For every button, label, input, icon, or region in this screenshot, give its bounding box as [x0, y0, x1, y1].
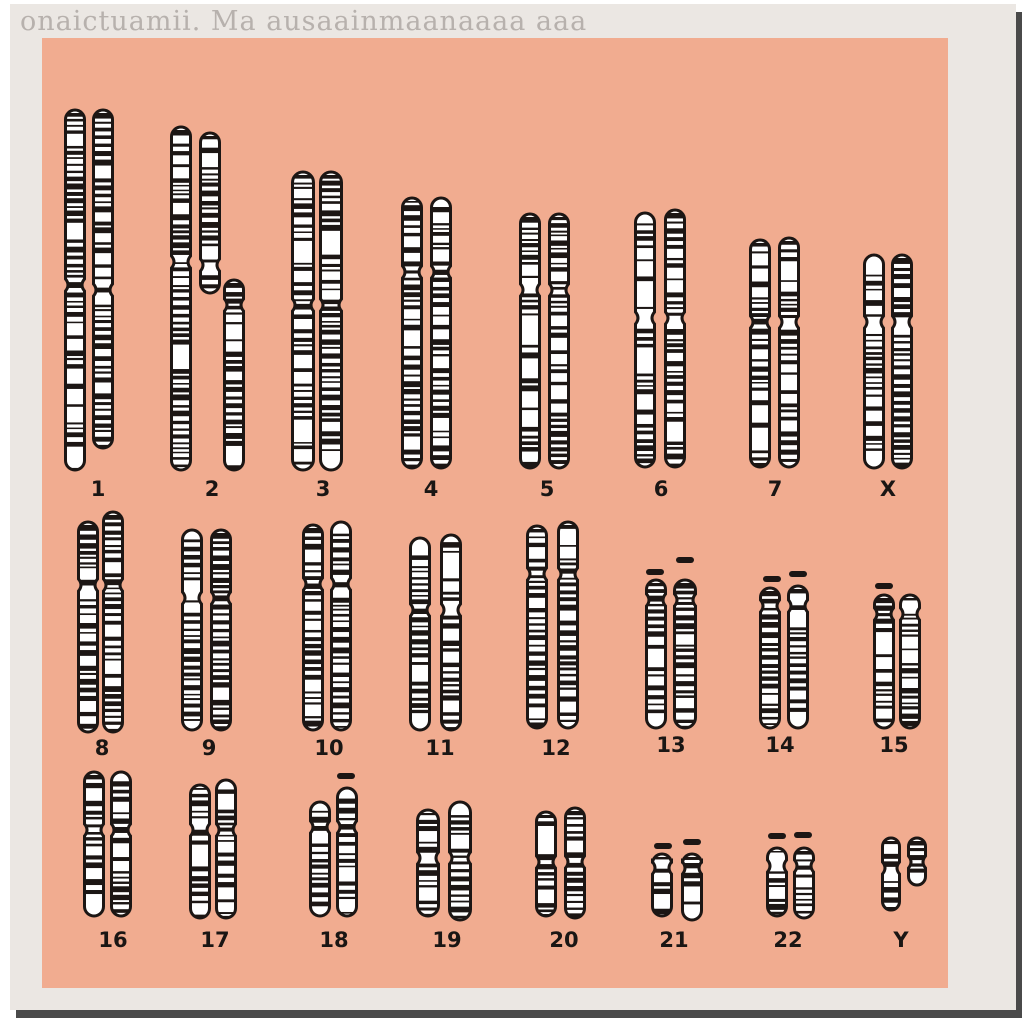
chromosome-1-a [66, 110, 85, 471]
chromosome-19-b [450, 802, 471, 920]
chromosome-7-b [780, 238, 799, 467]
chromosome-21-b [683, 854, 702, 920]
chromosome-6-a [636, 213, 655, 467]
chromosome-satellite [875, 583, 893, 589]
chromosome-8-a [79, 522, 98, 732]
label-chromosome-15: 15 [854, 733, 934, 757]
chromosome-15-b [901, 595, 920, 728]
chromosome-x-b [893, 255, 912, 468]
label-chromosome-7: 7 [735, 477, 815, 501]
chromosome-14-b [789, 586, 808, 728]
chromosome-4-b [432, 198, 451, 469]
chromosome-18-a [311, 802, 330, 916]
chromosome-3-a [293, 172, 314, 470]
chromosome-2-c [225, 280, 244, 471]
label-chromosome-21: 21 [634, 928, 714, 952]
label-chromosome-18: 18 [294, 928, 374, 952]
chromosome-8-b [104, 512, 123, 733]
chromosome-satellite [646, 569, 664, 575]
label-chromosome-16: 16 [73, 928, 153, 952]
chromosome-10-a [304, 525, 323, 730]
chromosome-satellite [654, 843, 672, 849]
label-chromosome-13: 13 [631, 733, 711, 757]
chromosome-5-b [550, 214, 569, 468]
label-chromosome-5: 5 [507, 477, 587, 501]
chromosome-12-b [559, 522, 578, 728]
label-chromosome-14: 14 [740, 733, 820, 757]
chromosome-1-b [94, 110, 113, 450]
chromosome-22-a [768, 848, 787, 916]
label-chromosome-y: Y [861, 928, 941, 952]
chromosome-satellite [789, 571, 807, 577]
chromosome-bands [411, 555, 430, 713]
label-chromosome-19: 19 [407, 928, 487, 952]
chromosome-satellite [683, 839, 701, 845]
chromosome-y-b [909, 838, 926, 885]
chromosome-satellite [763, 576, 781, 582]
label-chromosome-20: 20 [524, 928, 604, 952]
label-chromosome-9: 9 [169, 736, 249, 760]
label-chromosome-x: X [848, 477, 928, 501]
chromosome-4-a [403, 198, 422, 468]
chromosome-19-a [418, 810, 439, 920]
label-chromosome-2: 2 [172, 477, 252, 501]
chromosome-13-a [647, 580, 666, 728]
chromosome-17-b [217, 780, 236, 918]
chromosome-y-a [883, 838, 900, 910]
chromosome-11-b [442, 535, 461, 730]
chromosome-11-a [411, 538, 430, 730]
chromosome-9-a [183, 530, 202, 730]
label-chromosome-6: 6 [621, 477, 701, 501]
label-chromosome-1: 1 [58, 477, 138, 501]
chromosome-13-b [675, 580, 696, 728]
chromosome-5-a [521, 214, 540, 468]
chromosome-satellite [794, 832, 812, 838]
chromosome-22-b [795, 848, 814, 918]
chromosome-15-a [875, 595, 894, 728]
chromosome-satellite [337, 773, 355, 779]
chromosome-16-a [85, 772, 104, 916]
label-chromosome-22: 22 [748, 928, 828, 952]
chromosome-2-a [172, 127, 191, 470]
chromosome-6-b [666, 210, 685, 469]
chromosome-21-a [653, 854, 672, 916]
chromosome-satellite [768, 833, 786, 839]
chromosome-9-b [212, 530, 231, 731]
chromosome-10-b [332, 522, 351, 730]
label-chromosome-10: 10 [289, 736, 369, 760]
chromosome-20-b [566, 808, 585, 918]
label-chromosome-11: 11 [400, 736, 480, 760]
label-chromosome-12: 12 [516, 736, 596, 760]
label-chromosome-4: 4 [391, 477, 471, 501]
chromosome-20-a [537, 812, 556, 916]
chromosome-16-b [112, 772, 131, 916]
chromosome-12-a [528, 526, 547, 728]
chromosome-x-a [865, 255, 884, 468]
chromosome-2-b [201, 133, 220, 293]
label-chromosome-8: 8 [62, 736, 142, 760]
chromosome-14-a [761, 588, 780, 728]
label-chromosome-17: 17 [175, 928, 255, 952]
chromosome-7-a [751, 240, 770, 467]
chromosome-satellite [676, 557, 694, 563]
chromosome-3-b [321, 172, 342, 470]
chromosome-bands [418, 813, 439, 920]
chromosome-18-b [338, 788, 357, 916]
chromosome-17-a [191, 785, 210, 920]
label-chromosome-3: 3 [283, 477, 363, 501]
